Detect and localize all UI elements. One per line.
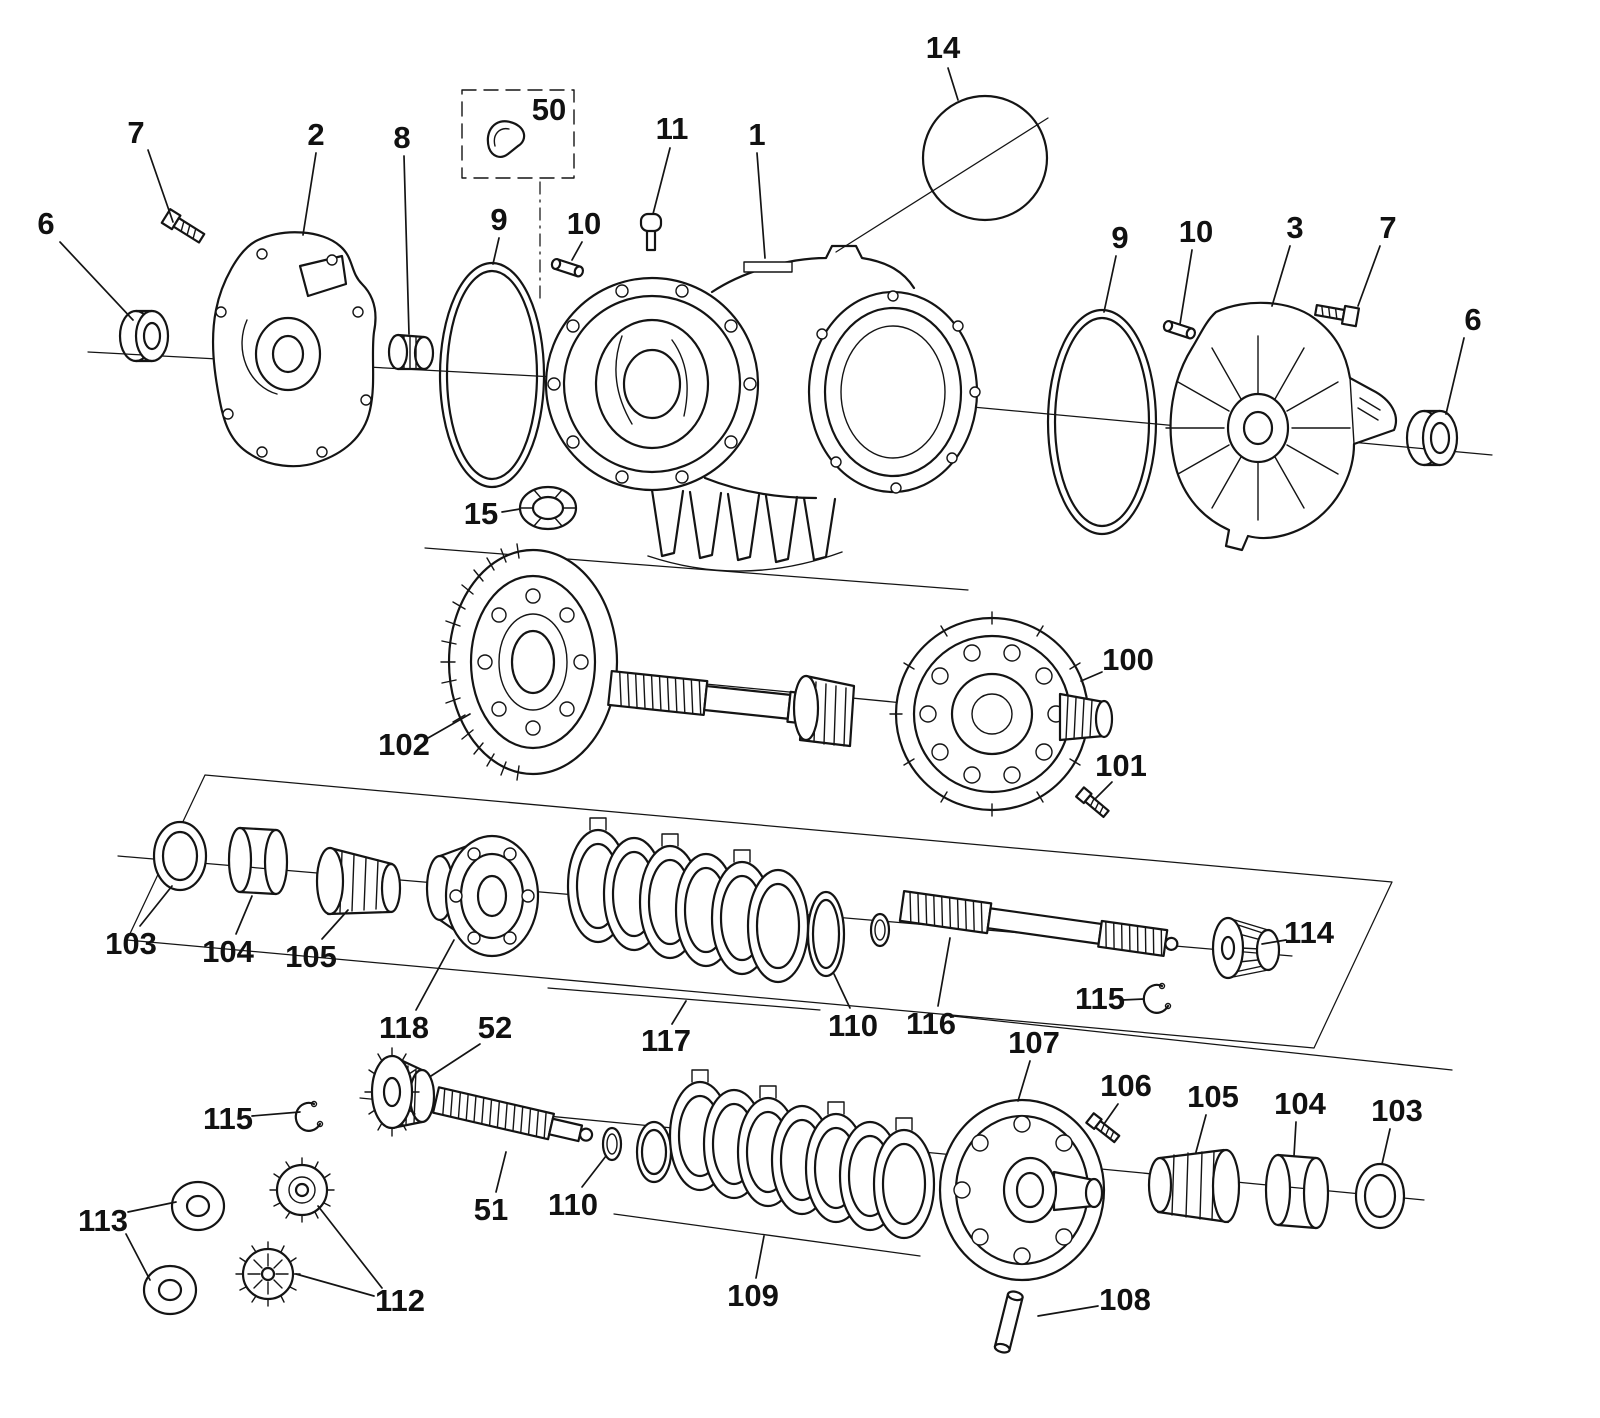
o-ring-left bbox=[438, 261, 546, 489]
leader-line-10 bbox=[571, 241, 583, 261]
vent-plug bbox=[639, 212, 663, 252]
leader-line-103 bbox=[139, 885, 173, 927]
clutch-housing-107 bbox=[938, 1098, 1106, 1282]
input-shaft-51 bbox=[431, 1086, 594, 1143]
clutch-housing-118 bbox=[425, 834, 540, 958]
leader-line-106 bbox=[1103, 1103, 1119, 1125]
leader-line-103 bbox=[1381, 1128, 1391, 1165]
clutch-pack-109 bbox=[668, 1069, 936, 1240]
leader-line-51 bbox=[495, 1151, 507, 1193]
leader-line-6 bbox=[1445, 337, 1465, 415]
pinion-gears-112 bbox=[235, 1157, 335, 1307]
retaining-clip-115-left bbox=[294, 1100, 324, 1132]
leader-line-105 bbox=[1195, 1114, 1207, 1153]
pinion-washers-113 bbox=[142, 1180, 226, 1316]
gasket-ring-14 bbox=[921, 94, 1049, 222]
leader-line-113 bbox=[127, 1201, 177, 1213]
roll-pin-108 bbox=[993, 1290, 1024, 1354]
housing-bolt-106 bbox=[1085, 1112, 1121, 1144]
leader-line-104 bbox=[1293, 1121, 1297, 1157]
bushing bbox=[387, 333, 435, 371]
leader-line-15 bbox=[501, 508, 521, 513]
leader-line-2 bbox=[302, 152, 317, 236]
leader-line-3 bbox=[1271, 245, 1291, 307]
pinion-output-shaft bbox=[607, 669, 814, 726]
retaining-clip-115-right bbox=[1142, 982, 1172, 1014]
axle-seal-right bbox=[1405, 409, 1459, 467]
sun-gear-52 bbox=[364, 1047, 436, 1137]
o-ring-right bbox=[1046, 308, 1158, 536]
differential-cover-left bbox=[211, 231, 377, 468]
bearing-cup-104-bottom bbox=[1264, 1153, 1330, 1230]
output-shaft-116 bbox=[898, 890, 1179, 957]
leader-line-7 bbox=[1357, 245, 1381, 307]
leader-line-114 bbox=[1261, 939, 1287, 945]
pressure-plate-and-snap-ring-110-mid bbox=[806, 890, 891, 978]
seal-103-mid bbox=[152, 820, 208, 892]
leader-line-117 bbox=[671, 1000, 687, 1025]
leader-line-110 bbox=[833, 973, 851, 1009]
governor-carrier-drum bbox=[889, 611, 1114, 817]
leader-line-118 bbox=[415, 939, 455, 1011]
leader-line-104 bbox=[235, 895, 253, 935]
leader-line-108 bbox=[1037, 1305, 1099, 1317]
leader-line-101 bbox=[1094, 781, 1113, 800]
axle-seal-left bbox=[118, 309, 170, 363]
ring-gear bbox=[440, 543, 619, 781]
leader-line-115 bbox=[251, 1111, 301, 1117]
leader-line-6 bbox=[59, 241, 134, 321]
leader-line-7 bbox=[147, 149, 174, 223]
bearing-cup-104-mid bbox=[227, 826, 289, 896]
leader-line-112 bbox=[295, 1273, 375, 1297]
leader-line-1 bbox=[756, 152, 766, 259]
leader-line-105 bbox=[321, 909, 349, 940]
leader-line-102 bbox=[427, 713, 471, 739]
leader-line-115 bbox=[1121, 998, 1145, 1001]
clutch-pack-117 bbox=[566, 817, 810, 984]
cover-bolt-right bbox=[1314, 303, 1361, 328]
retainer-clip-50 bbox=[461, 89, 575, 179]
dowel-pin-left bbox=[550, 257, 585, 278]
leader-line-100 bbox=[1080, 671, 1103, 682]
seal-103-bottom bbox=[1354, 1162, 1406, 1230]
bearing-105-bottom bbox=[1147, 1148, 1241, 1224]
ribbed-cover-right bbox=[1165, 301, 1398, 552]
cover-bolt-left bbox=[160, 208, 206, 244]
side-gear-114 bbox=[1211, 916, 1281, 980]
leader-line-113 bbox=[125, 1233, 151, 1281]
leader-line-52 bbox=[430, 1043, 481, 1077]
leader-line-11 bbox=[652, 147, 671, 215]
leader-line-8 bbox=[403, 155, 410, 335]
drum-bolt bbox=[1075, 786, 1110, 819]
leader-line-112 bbox=[317, 1205, 383, 1289]
leader-line-10 bbox=[1179, 249, 1193, 325]
leader-line-9 bbox=[1103, 255, 1117, 313]
leader-line-109 bbox=[755, 1235, 765, 1279]
snap-ring-110-bottom bbox=[601, 1120, 673, 1184]
leader-line-14 bbox=[947, 67, 959, 101]
leader-lines bbox=[59, 67, 1465, 1317]
carrier-housing bbox=[544, 244, 981, 572]
leader-line-107 bbox=[1017, 1060, 1031, 1102]
leader-line-116 bbox=[937, 937, 951, 1007]
dowel-pin-right bbox=[1162, 319, 1197, 340]
thrust-washer-15 bbox=[518, 485, 578, 531]
leader-line-110 bbox=[581, 1155, 607, 1188]
leader-line-9 bbox=[492, 237, 500, 265]
shaft-bearing-cone bbox=[792, 674, 856, 748]
bearing-105-mid bbox=[315, 846, 402, 916]
